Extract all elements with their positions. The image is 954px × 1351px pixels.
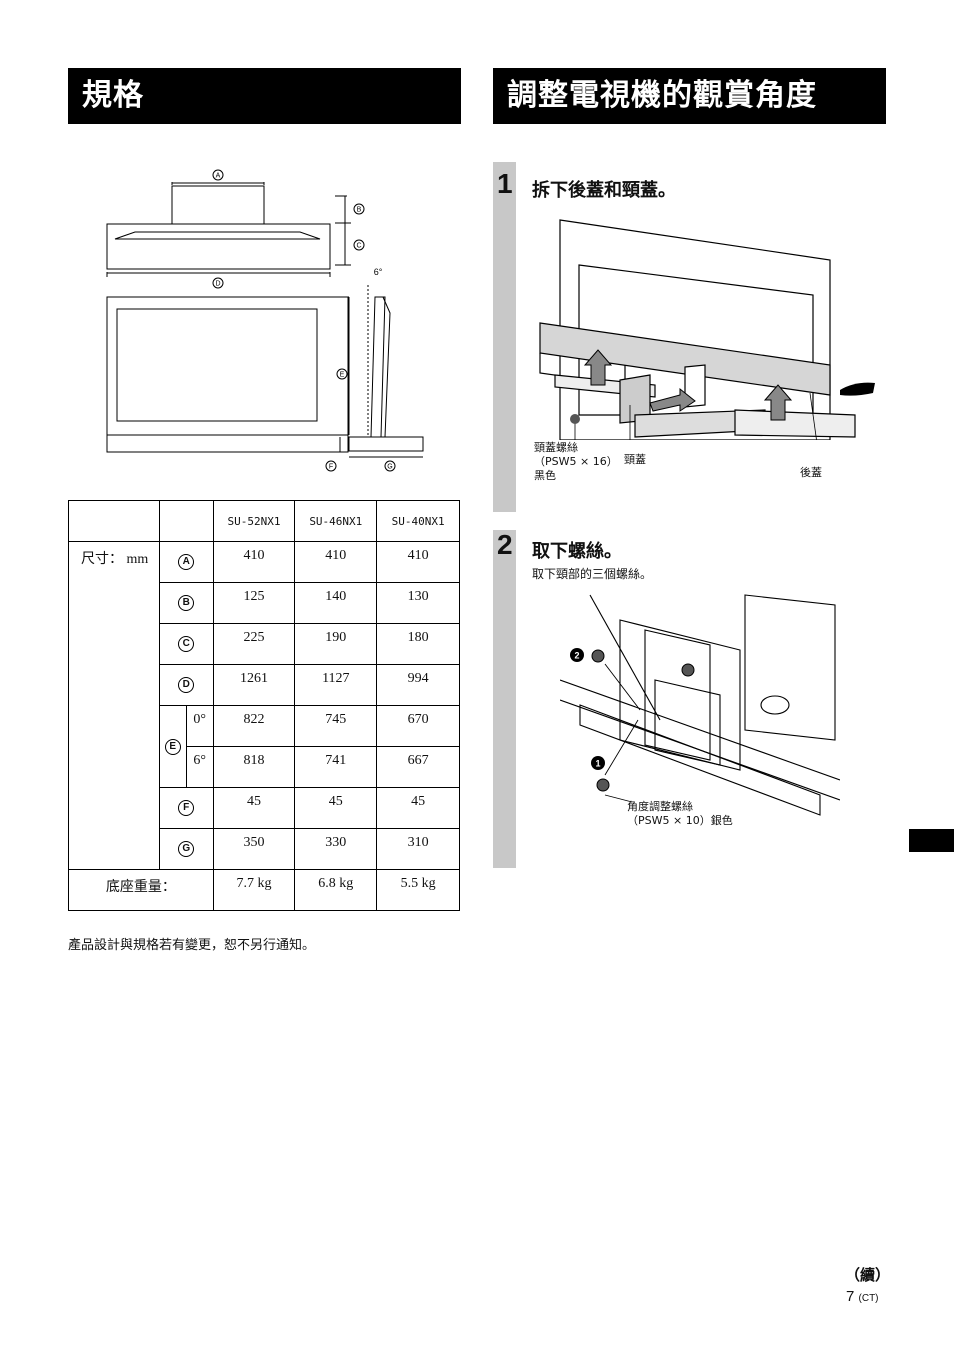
cell: 5.5 kg [376,869,460,911]
diagram-label-a: A [216,173,221,180]
step2-illustration: 2 1 [560,594,840,816]
row-key: D [178,677,195,693]
step2-screw-caption: 角度調整螺絲 （PSW5 × 10）銀色 [627,800,733,827]
diagram-label-e: E [340,372,345,379]
step2-bar [493,530,516,868]
cell: 7.7 kg [212,869,296,911]
spec-note: 產品設計與規格若有變更，恕不另行通知。 [68,937,316,952]
row-key: G [178,841,195,857]
cell: 410 [294,541,378,583]
spec-header: 規格 [68,68,461,124]
cell: 1261 [212,664,296,706]
cell: 822 [212,705,296,747]
diagram-angle: 6° [374,267,383,277]
step1-screw-caption: 頸蓋螺絲 （PSW5 × 16） 黑色 [534,441,618,482]
weight-label: 底座重量： [68,869,214,911]
model-header: SU-46NX1 [294,500,378,542]
cell: 667 [376,746,460,788]
row-key: E [164,739,181,755]
cell: 410 [376,541,460,583]
cell: 225 [212,623,296,665]
cell: 745 [294,705,378,747]
cell: 130 [376,582,460,624]
cell: 410 [212,541,296,583]
model-header: SU-52NX1 [212,500,296,542]
model-header: SU-40NX1 [376,500,460,542]
cell: 818 [212,746,296,788]
cell: 180 [376,623,460,665]
cell: 310 [376,828,460,870]
diagram-label-g: G [387,464,392,471]
cell: 6.8 kg [294,869,378,911]
diagram-label-b: B [357,207,362,214]
row-key: A [178,554,195,570]
cell: 330 [294,828,378,870]
diagram-label-d: D [215,281,220,288]
step2-number: 2 [497,529,513,560]
cell: 190 [294,623,378,665]
row-sub: 6° [185,746,214,788]
cell: 125 [212,582,296,624]
row-key: C [178,636,195,652]
cell: 350 [212,828,296,870]
cell: 140 [294,582,378,624]
marker-1: 1 [595,759,600,769]
cell: 994 [376,664,460,706]
dimension-label: 尺寸： mm [68,541,160,870]
spec-table: SU-52NX1 SU-46NX1 SU-40NX1 尺寸： mm A 410 … [68,500,460,911]
cell: 741 [294,746,378,788]
step1-title: 拆下後蓋和頸蓋。 [532,180,676,201]
section-tab [909,829,954,852]
cell: 45 [212,787,296,829]
cell: 1127 [294,664,378,706]
diagram-label-f: F [329,464,333,471]
row-key: F [178,800,195,816]
step1-number: 1 [497,168,513,199]
row-key: B [178,595,195,611]
continued-label: （續） [845,1266,891,1284]
cell: 45 [376,787,460,829]
step2-desc: 取下頸部的三個螺絲。 [532,567,653,581]
step1-illustration [539,219,875,440]
step1-bar [493,162,516,512]
step1-back-caption: 後蓋 [800,466,822,479]
cell: 670 [376,705,460,747]
step2-title: 取下螺絲。 [532,541,622,562]
angle-header: 調整電視機的觀賞角度 [493,68,886,124]
diagram-label-c: C [356,243,361,250]
marker-2: 2 [574,651,579,661]
cell: 45 [294,787,378,829]
row-sub: 0° [185,705,214,747]
page-number: 7 (CT) [846,1288,879,1305]
step1-neck-caption: 頸蓋 [624,453,646,466]
dimension-diagram: A B C D E F G 6° [106,169,424,472]
